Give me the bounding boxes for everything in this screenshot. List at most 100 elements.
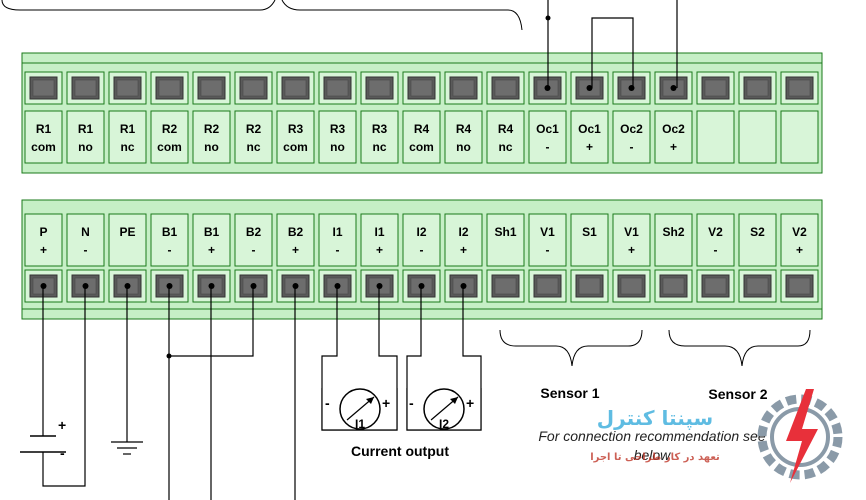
top-terminal-sublabel: com: [157, 140, 182, 154]
top-terminal-sublabel: nc: [246, 140, 260, 154]
bottom-terminal-11: Sh1: [486, 213, 525, 267]
bottom-terminal-label: V1: [624, 225, 639, 239]
meter-i1-minus: -: [325, 395, 330, 411]
top-terminal-2: R1 nc: [108, 110, 147, 164]
top-wire-dot: [670, 85, 677, 91]
bottom-terminal-17: S2: [738, 213, 777, 267]
top-screw-17: [738, 71, 777, 105]
bottom-terminal-label: I1: [332, 225, 342, 239]
top-screw-3: [150, 71, 189, 105]
top-terminal-sublabel: no: [456, 140, 471, 154]
bottom-terminal-label: Sh1: [494, 225, 516, 239]
top-terminal-label: R4: [414, 122, 430, 136]
top-terminal-sublabel: no: [78, 140, 93, 154]
meter-i2-label: I2: [439, 417, 449, 431]
bottom-terminal-label: B1: [204, 225, 220, 239]
bottom-terminal-label: I2: [416, 225, 426, 239]
top-screw-10: [444, 71, 483, 105]
current-output-caption: Current output: [351, 443, 449, 459]
bottom-screw-16: [696, 269, 735, 303]
top-terminal-sublabel: nc: [372, 140, 386, 154]
bottom-terminal-9: I2-: [402, 213, 441, 267]
top-terminal-label: R1: [36, 122, 52, 136]
top-terminal-label: Oc1: [578, 122, 601, 136]
bottom-screw-17: [738, 269, 777, 303]
top-brace-right: [281, 0, 523, 31]
bottom-terminal-label: B2: [288, 225, 304, 239]
top-terminal-label: Oc2: [662, 122, 685, 136]
ground-icon: [111, 441, 143, 455]
top-terminal-sublabel: nc: [498, 140, 512, 154]
bottom-terminal-14: V1 +: [612, 213, 651, 267]
top-terminal-13: Oc1+: [570, 110, 609, 164]
top-terminal-15: Oc2 +: [654, 110, 693, 164]
supply-minus-label: -: [60, 445, 65, 461]
top-terminal-label: R2: [162, 122, 178, 136]
watermark-subtitle: تعهد در کار طراحی تا اجرا: [590, 452, 720, 463]
bottom-terminal-7: I1-: [318, 213, 357, 267]
bottom-terminal-13: S1: [570, 213, 609, 267]
bottom-terminal-sublabel: +: [460, 243, 467, 257]
top-terminal-sublabel: -: [546, 140, 550, 154]
top-terminal-label: R1: [120, 122, 136, 136]
gear-bolt-logo-icon: [757, 389, 843, 483]
bottom-terminal-6: B2 +: [276, 213, 315, 267]
top-terminal-17: [738, 110, 777, 164]
top-terminal-16: [696, 110, 735, 164]
top-terminal-sublabel: +: [670, 140, 677, 154]
top-screw-9: [402, 71, 441, 105]
sensor2-label: Sensor 2: [708, 386, 767, 402]
top-screw-6: [276, 71, 315, 105]
bottom-terminal-sublabel: +: [628, 243, 635, 257]
top-terminal-sublabel: com: [31, 140, 56, 154]
bottom-terminal-15: Sh2: [654, 213, 693, 267]
bottom-terminal-label: V2: [708, 225, 723, 239]
bottom-terminal-label: I2: [458, 225, 468, 239]
bottom-terminal-label: P: [39, 225, 47, 239]
bottom-screw-11: [486, 269, 525, 303]
sensor2-brace: [668, 329, 811, 367]
top-screw-11: [486, 71, 525, 105]
bottom-screw-15: [654, 269, 693, 303]
top-screw-8: [360, 71, 399, 105]
top-terminal-label: Oc1: [536, 122, 559, 136]
bottom-terminal-label: S1: [582, 225, 597, 239]
top-screw-2: [108, 71, 147, 105]
top-terminal-14: Oc2 -: [612, 110, 651, 164]
bottom-terminal-label: V2: [792, 225, 807, 239]
top-terminal-12: Oc1 -: [528, 110, 567, 164]
bottom-wires: [42, 286, 482, 500]
top-terminal-10: R4 no: [444, 110, 483, 164]
top-brace-left: [1, 0, 276, 11]
bottom-terminal-16: V2-: [696, 213, 735, 267]
connection-note-line1: For connection recommendation see: [538, 428, 765, 444]
sensor1-brace: [499, 329, 643, 367]
top-terminal-label: R3: [330, 122, 346, 136]
top-terminal-1: R1 no: [66, 110, 105, 164]
top-terminal-sublabel: -: [630, 140, 634, 154]
bottom-terminal-sublabel: -: [252, 243, 256, 257]
top-screw-1: [66, 71, 105, 105]
top-terminal-label: R2: [204, 122, 220, 136]
meter-i2-plus: +: [466, 395, 474, 411]
top-terminal-3: R2 com: [150, 110, 189, 164]
top-screw-5: [234, 71, 273, 105]
top-terminal-18: [780, 110, 819, 164]
junction-dots: [166, 353, 172, 359]
top-terminal-sublabel: nc: [120, 140, 134, 154]
bottom-terminal-10: I2 +: [444, 213, 483, 267]
top-terminal-label: R1: [78, 122, 94, 136]
bottom-terminal-sublabel: +: [292, 243, 299, 257]
top-terminal-label: Oc2: [620, 122, 643, 136]
top-screw-7: [318, 71, 357, 105]
top-terminal-label: R4: [456, 122, 472, 136]
top-screw-16: [696, 71, 735, 105]
bottom-terminal-sublabel: -: [168, 243, 172, 257]
top-screw-0: [24, 71, 63, 105]
